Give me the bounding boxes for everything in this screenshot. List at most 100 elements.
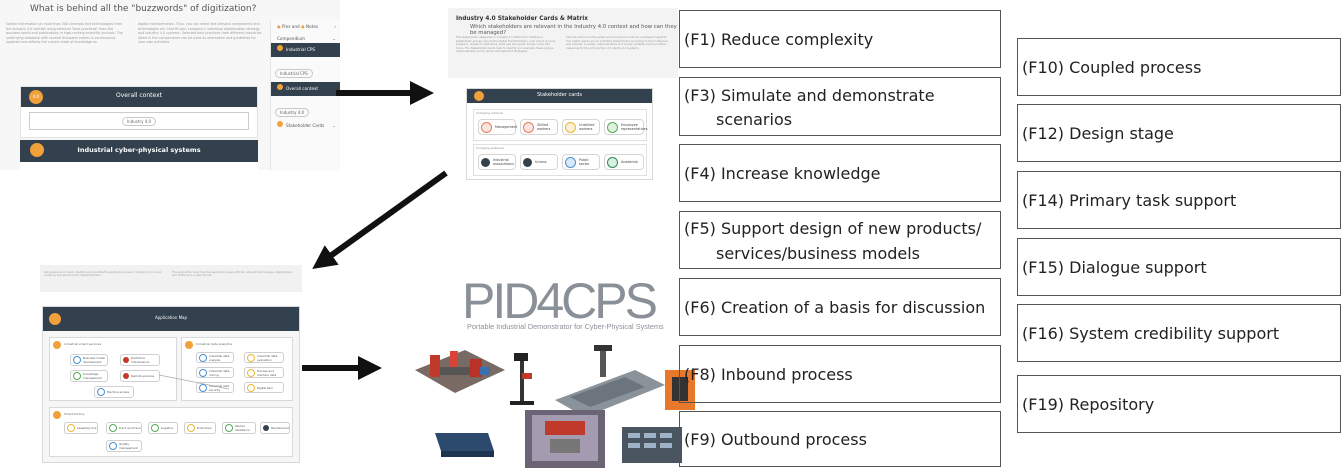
chip-industry[interactable]: Industry 4.0 — [275, 108, 310, 117]
chevron-right-icon[interactable]: › — [334, 24, 336, 29]
node[interactable]: Quality management — [106, 440, 142, 452]
card-employee-representatives[interactable]: Employee representatives — [604, 119, 648, 135]
node[interactable]: Industrial data mining — [196, 367, 234, 378]
node-label: Machine access — [107, 390, 130, 394]
application-map-panel: Application Map Industrial smart service… — [42, 306, 300, 463]
external-label: Company-external — [476, 146, 504, 150]
node[interactable]: Digital twin — [244, 382, 284, 393]
card-unskilled-workers[interactable]: Unskilled workers — [562, 119, 600, 135]
card-industrial-associations[interactable]: Industrial associations — [478, 154, 516, 170]
red-module-image — [415, 350, 505, 393]
stakeholder-badge-icon — [474, 91, 484, 101]
node[interactable]: Remote services — [120, 370, 160, 382]
internal-label: Company-internal — [476, 111, 503, 115]
stakeholder-cards-header: Stakeholder cards — [467, 89, 652, 103]
node[interactable]: Process and machine data — [244, 367, 284, 378]
public-sector-icon — [565, 156, 576, 168]
orange-dot-icon — [277, 121, 283, 127]
feature-f19-box: (F19) Repository — [1017, 375, 1341, 433]
arrow-down-left-icon — [312, 170, 448, 269]
sidebar-item-stakeholder-cards[interactable]: Stakeholder Cards ⌄ — [271, 121, 340, 130]
node-label: Industrial data evaluation — [257, 353, 278, 362]
node[interactable]: Industrial data analysis — [196, 352, 234, 363]
node-icon — [225, 424, 233, 432]
chevron-down-icon: ⌄ — [332, 123, 336, 128]
sidebar-item-label: Stakeholder Cards — [286, 123, 325, 128]
connector-line — [158, 374, 230, 390]
feature-label-line2: services/business models — [716, 244, 921, 263]
pins-notes-header[interactable]: ● Pins and ● Notes › — [271, 20, 340, 34]
feature-label: (F14) Primary task support — [1022, 190, 1237, 210]
node[interactable]: Track and trace — [106, 422, 142, 434]
feature-label: (F6) Creation of a basis for discussion — [684, 297, 986, 317]
card-label: Public sector — [579, 158, 590, 166]
node-label: Assembly line — [77, 426, 97, 430]
chip-industrial-cps[interactable]: Industrial CPS — [275, 69, 313, 78]
group-title: Industrial data analytics — [196, 342, 233, 346]
card-academia[interactable]: Academia — [604, 154, 644, 170]
node-label: Digital twin — [257, 385, 273, 390]
card-management[interactable]: Management — [478, 119, 517, 135]
group-badge-icon — [185, 341, 193, 349]
node-icon — [109, 442, 117, 450]
feature-f12-box: (F12) Design stage — [1017, 104, 1341, 162]
context-number-badge: 4.0 — [29, 90, 43, 104]
node[interactable]: Industrial data evaluation — [244, 352, 284, 363]
node-icon — [199, 353, 207, 362]
pins-notes-sidebar: ● Pins and ● Notes › Compendium⌄ Industr… — [270, 20, 340, 170]
node[interactable]: Business model development — [70, 354, 108, 366]
node-label: Remote services — [131, 374, 155, 378]
node-icon — [199, 368, 207, 377]
application-text-right: The application map links the applicatio… — [172, 271, 293, 278]
card-public-sector[interactable]: Public sector — [562, 154, 600, 170]
pid4cps-logo: PID4CPS — [462, 273, 658, 329]
node[interactable]: Maintenance — [260, 422, 290, 434]
card-label: Academia — [621, 160, 638, 164]
node[interactable]: Assembly line — [64, 422, 98, 434]
internal-group: Company-internal Management Skilled work… — [473, 109, 648, 141]
feature-label: (F16) System credibility support — [1022, 323, 1280, 343]
node[interactable]: Predictive maintenance — [120, 354, 160, 366]
industry-chip[interactable]: Industry 4.0 — [122, 117, 157, 126]
node-label: Logistics — [161, 426, 174, 430]
node[interactable]: Worker assistance — [222, 422, 256, 434]
feature-f1-box: (F1) Reduce complexity — [679, 10, 1001, 68]
stakeholder-cards-panel: Stakeholder cards Company-internal Manag… — [466, 88, 653, 180]
node[interactable]: Production — [184, 422, 216, 434]
group-badge-icon — [53, 411, 61, 419]
node-label: Knowledge management — [83, 372, 102, 380]
sidebar-item-overall-context[interactable]: Overall context — [271, 82, 340, 96]
stakeholder-page-title: Industry 4.0 Stakeholder Cards & Matrix — [456, 16, 589, 22]
feature-f6-box: (F6) Creation of a basis for discussion — [679, 278, 1001, 336]
sidebar-item-compendium[interactable]: Compendium⌄ — [271, 34, 340, 43]
card-label: Employee representatives — [621, 123, 648, 131]
node-label: Industrial data security — [209, 383, 230, 392]
feature-label-line2: scenarios — [716, 110, 793, 129]
sidebar-item-industrial-cps[interactable]: Industrial CPS — [271, 43, 340, 57]
feature-label: (F8) Inbound process — [684, 364, 853, 384]
icps-badge-icon — [30, 143, 44, 157]
application-map-header: Application Map — [43, 307, 299, 331]
node[interactable]: Logistics — [148, 422, 178, 434]
group-smart-services: Industrial smart services Business model… — [49, 337, 177, 401]
orange-dot-icon — [277, 84, 283, 90]
node-icon — [263, 425, 269, 431]
feature-label: (F5) Support design of new products/ — [684, 219, 982, 238]
card-label: Unions — [535, 160, 547, 164]
node-icon — [247, 368, 255, 377]
pid4cps-subtitle: Portable Industrial Demonstrator for Cyb… — [467, 322, 664, 331]
card-skilled-workers[interactable]: Skilled workers — [520, 119, 558, 135]
card-unions[interactable]: Unions — [520, 154, 558, 170]
node[interactable]: Machine access — [94, 386, 134, 398]
sidebar-item-label: Compendium — [277, 36, 306, 41]
feature-label: (F4) Increase knowledge — [684, 163, 881, 183]
node-icon — [67, 424, 75, 432]
feature-f8-box: (F8) Inbound process — [679, 345, 1001, 403]
application-intro-screenshot: Get guidance on how to identify and prio… — [40, 265, 302, 292]
node-icon — [187, 424, 195, 432]
node-icon — [123, 373, 129, 379]
orange-dot-icon — [277, 45, 283, 51]
stakeholder-page-subtitle: Which stakeholders are relevant in the I… — [470, 24, 677, 36]
node[interactable]: Industrial data security — [196, 382, 234, 393]
node[interactable]: Knowledge management — [70, 370, 108, 382]
